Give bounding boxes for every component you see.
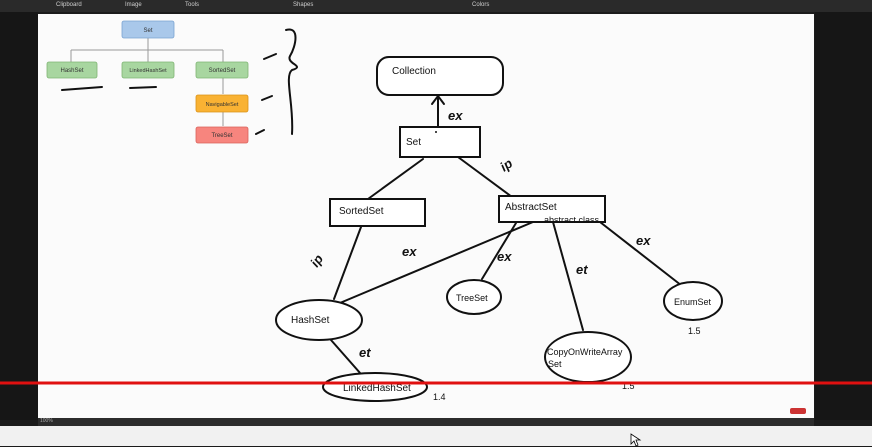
right-panel: [815, 12, 872, 420]
toolbar: Clipboard Image Tools Shapes Colors: [0, 0, 872, 12]
mouse-cursor-icon: [630, 433, 642, 447]
linkedhashset-node: [322, 372, 428, 402]
drawing-canvas[interactable]: Set HashSet LinkedHashSet SortedSet Navi…: [38, 14, 814, 418]
annotation-abstract-cow: et: [576, 262, 588, 277]
collection-node: [376, 56, 504, 96]
hand-strokes: [61, 28, 299, 135]
collection-label: Collection: [392, 66, 436, 77]
annotation-sorted-hash: ip: [307, 252, 326, 270]
set-label: Set: [406, 137, 421, 148]
recording-badge: [790, 408, 806, 414]
hashset-label: HashSet: [291, 315, 330, 326]
annotation-set-abstract: ip: [497, 156, 515, 175]
abstractset-note: abstract class: [544, 215, 600, 225]
menu-image[interactable]: Image: [125, 2, 142, 8]
annotation-abstract-hash: ex: [402, 244, 417, 259]
copyonwritearrayset-label-2: Set: [548, 359, 562, 369]
menu-tools[interactable]: Tools: [185, 2, 200, 8]
copyonwritearrayset-node: [544, 331, 632, 383]
legend-navigableset-label: NavigableSet: [206, 102, 239, 108]
status-bar: [38, 418, 814, 426]
enumset-node: [663, 281, 723, 321]
menu-clipboard[interactable]: Clipboard: [56, 2, 82, 8]
diagram-edges: [327, 94, 687, 383]
abstractset-label: AbstractSet: [505, 202, 557, 213]
set-node: [399, 126, 481, 158]
pen-dot: [435, 131, 437, 133]
legend-linkedhashset-box: [121, 61, 175, 79]
legend-linkedhashset-label: LinkedHashSet: [129, 68, 167, 74]
set-hierarchy-diagram: Set HashSet LinkedHashSet SortedSet Navi…: [46, 20, 723, 402]
legend-treeset-label: TreeSet: [211, 133, 232, 139]
reference-hierarchy: Set HashSet LinkedHashSet SortedSet Navi…: [46, 20, 249, 144]
hashset-node: [275, 299, 363, 341]
annotation-abstract-tree: ex: [497, 249, 512, 264]
legend-sortedset-label: SortedSet: [209, 68, 236, 74]
annotation-set-collection: ex: [448, 108, 463, 123]
legend-hashset-label: HashSet: [60, 68, 83, 74]
treeset-label: TreeSet: [456, 293, 488, 303]
legend-treeset-box: [195, 126, 249, 144]
linkedhashset-label: LinkedHashSet: [343, 383, 411, 394]
abstractset-node: [498, 195, 606, 223]
sortedset-node: [329, 198, 426, 227]
sortedset-label: SortedSet: [339, 206, 384, 217]
legend-navigableset-box: [195, 94, 249, 113]
legend-set-label: Set: [143, 28, 152, 34]
menu-shapes[interactable]: Shapes: [293, 2, 314, 8]
annotation-abstract-enum: ex: [636, 233, 651, 248]
enumset-label: EnumSet: [674, 297, 712, 307]
linkedhashset-version: 1.4: [433, 392, 446, 402]
legend-hashset-box: [46, 61, 98, 79]
enumset-version: 1.5: [688, 326, 701, 336]
menu-colors[interactable]: Colors: [472, 2, 490, 8]
zoom-level: 100%: [40, 418, 53, 424]
legend-set-box: [121, 20, 175, 39]
diagram-nodes: Collection Set SortedSet AbstractSet abs…: [275, 56, 723, 402]
legend-sortedset-box: [195, 61, 249, 79]
copyonwritearrayset-version: 1.5: [622, 381, 635, 391]
left-panel: [0, 12, 38, 420]
treeset-node: [446, 279, 502, 315]
annotation-hash-linked: et: [359, 345, 371, 360]
copyonwritearrayset-label-1: CopyOnWriteArray: [547, 347, 623, 357]
taskbar: [0, 426, 872, 447]
